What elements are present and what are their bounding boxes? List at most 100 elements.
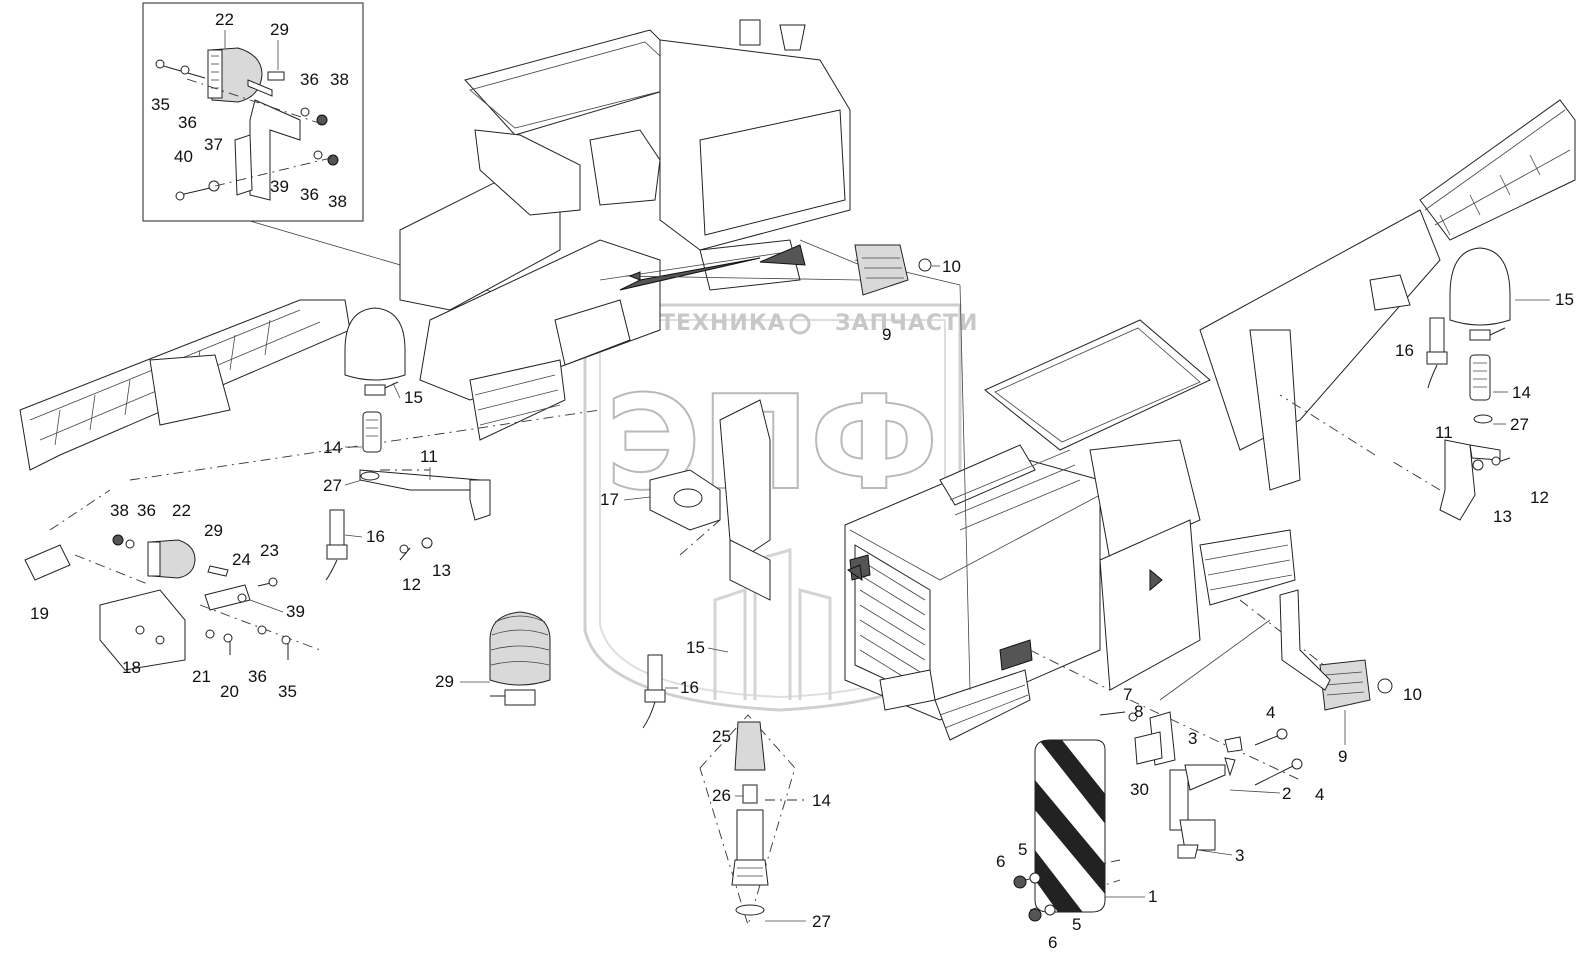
callout-39: 39 [270,177,289,196]
callout-27: 27 [1510,415,1529,434]
bracket-11-right [1439,439,1501,521]
callout-19: 19 [30,604,49,623]
mount-14-left [360,411,382,481]
plug-16-right [1426,317,1448,389]
callout-11: 11 [1435,423,1453,442]
watermark-right-word: ЗАПЧАСТИ [835,311,978,336]
callout-12: 12 [1530,488,1549,507]
watermark-left-word: ТЕХНИКА [660,311,786,336]
callout-4: 4 [1266,703,1275,722]
callout-labels: 22 29 36 38 35 36 37 40 39 36 38 15 14 1… [30,10,1574,952]
callout-10: 10 [1403,685,1422,704]
callout-17: 17 [600,490,619,509]
callout-13: 13 [432,561,451,580]
bracket-18 [99,589,186,671]
machine-near-right [844,99,1576,741]
callout-15: 15 [1555,290,1574,309]
callout-9: 9 [1338,747,1347,766]
right-conveyor [1419,99,1576,241]
bracket-right-tall [1279,589,1331,691]
callout-27: 27 [812,912,831,931]
callout-12: 12 [402,575,421,594]
callout-35: 35 [278,682,297,701]
beacon-15-left [344,307,406,396]
callout-38: 38 [330,70,349,89]
beacon-29 [489,611,551,706]
bracket-17 [649,469,721,531]
callout-36: 36 [300,185,319,204]
machine-far-left [19,19,851,471]
callout-16: 16 [366,527,385,546]
callout-3: 3 [1235,846,1244,865]
loose-parts [24,244,1511,927]
spacer-30 [1134,731,1163,765]
callout-11: 11 [420,447,438,466]
callout-14: 14 [1512,383,1531,402]
support-bracket-center [719,399,771,601]
callout-9: 9 [882,325,891,344]
callout-3: 3 [1188,729,1197,748]
callout-10: 10 [942,257,961,276]
work-light-9-top [854,244,932,296]
callout-6: 6 [996,852,1005,871]
callout-21: 21 [192,667,211,686]
mount-assembly-14-center [699,714,796,927]
callout-15: 15 [686,638,705,657]
callout-35: 35 [151,95,170,114]
callout-36: 36 [300,70,319,89]
callout-2: 2 [1282,784,1291,803]
callout-29: 29 [204,521,223,540]
callout-38: 38 [110,501,129,520]
callout-37: 37 [204,135,223,154]
leader-lines [49,239,1441,911]
mount-14-right [1469,354,1493,424]
work-light-22-left [147,539,196,579]
callout-30: 30 [1130,780,1149,799]
callout-5: 5 [1072,915,1081,934]
inset-bracket [249,99,301,201]
callout-4: 4 [1315,785,1324,804]
watermark-gear-icon [789,313,811,335]
callout-36: 36 [248,667,267,686]
callout-14: 14 [323,438,342,457]
detail-inset-frame [142,2,364,222]
callout-16: 16 [1395,341,1414,360]
callout-36: 36 [137,501,156,520]
inset-work-light [207,47,273,103]
callout-6: 6 [1048,933,1057,952]
callout-1: 1 [1148,887,1157,906]
callout-26: 26 [712,786,731,805]
callout-25: 25 [712,727,731,746]
plug-16-left [325,509,348,581]
callout-5: 5 [1018,840,1027,859]
callout-14: 14 [812,791,831,810]
callout-20: 20 [220,682,239,701]
bolts-4 [1254,728,1303,786]
callout-16: 16 [680,678,699,697]
callout-36: 36 [178,113,197,132]
watermark: ЭПФ ТЕХНИКА ЗАПЧАСТИ [583,303,978,712]
callout-29: 29 [270,20,289,39]
callout-39: 39 [286,602,305,621]
callout-24: 24 [232,550,251,569]
callout-22: 22 [215,10,234,29]
beacon-15-right [1449,247,1511,341]
fasteners-left [112,456,1511,660]
right-machine-canopy [984,319,1211,451]
callout-23: 23 [260,541,279,560]
bracket-11-left [359,469,491,521]
right-rear-frame [1099,519,1201,691]
callout-22: 22 [172,501,191,520]
watermark-building-icon [713,548,832,700]
hazard-board-1 [1034,739,1106,913]
work-light-9-right [1319,659,1393,711]
callout-40: 40 [174,147,193,166]
nuts-5-6 [1013,872,1056,922]
cover-19 [24,544,71,581]
callout-18: 18 [122,658,141,677]
left-operator-seat [589,129,661,206]
bolts-7-8 [1099,711,1138,722]
plug-16-center [642,654,666,729]
